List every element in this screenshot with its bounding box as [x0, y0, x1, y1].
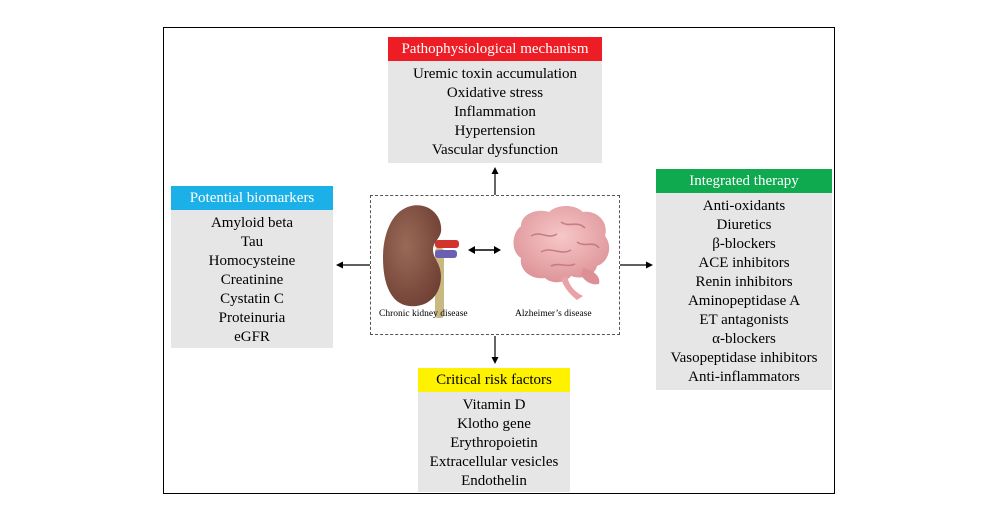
list-item: Hypertension	[454, 123, 536, 139]
brain-icon	[513, 206, 610, 300]
arrow-right	[620, 261, 653, 269]
center-illustration-svg	[383, 205, 610, 318]
ckd-label: Chronic kidney disease	[379, 309, 468, 319]
list-item: Cystatin C	[220, 291, 284, 307]
arrow-left	[336, 261, 370, 269]
list-item: Oxidative stress	[446, 85, 544, 101]
list-item: Endothelin	[461, 473, 527, 489]
ad-label: Alzheimer’s disease	[515, 309, 592, 319]
therapy-list: Anti-oxidants Diuretics β-blockers ACE i…	[656, 193, 832, 390]
list-item: Renin inhibitors	[695, 274, 793, 290]
list-item: Tau	[240, 234, 264, 250]
list-item: Extracellular vesicles	[429, 454, 559, 470]
list-item: ACE inhibitors	[698, 255, 790, 271]
risk-factors-list: Vitamin D Klotho gene Erythropoietin Ext…	[418, 392, 570, 492]
list-item: Diuretics	[716, 217, 772, 233]
biomarkers-list: Amyloid beta Tau Homocysteine Creatinine…	[171, 210, 333, 348]
list-item: ET antagonists	[699, 312, 789, 328]
list-item: Amyloid beta	[210, 215, 294, 231]
list-item: Vascular dysfunction	[431, 142, 559, 158]
list-item: Anti-oxidants	[702, 198, 786, 214]
arrow-down	[491, 336, 499, 364]
therapy-header: Integrated therapy	[656, 169, 832, 193]
diagram-frame	[163, 27, 835, 494]
list-item: Proteinuria	[218, 310, 286, 326]
list-item: Aminopeptidase A	[687, 293, 801, 309]
list-item: eGFR	[234, 329, 270, 345]
list-item: Vitamin D	[462, 397, 526, 413]
list-item: Anti-inflammators	[688, 369, 800, 385]
list-item: β-blockers	[712, 236, 776, 252]
list-item: Uremic toxin accumulation	[412, 66, 578, 82]
arrow-up	[491, 167, 499, 195]
pathophysiology-header: Pathophysiological mechanism	[388, 37, 602, 61]
list-item: Inflammation	[454, 104, 536, 120]
risk-factors-header: Critical risk factors	[418, 368, 570, 392]
center-illustration: Chronic kidney disease Alzheimer’s disea…	[370, 195, 620, 335]
list-item: Klotho gene	[457, 416, 531, 432]
biomarkers-header: Potential biomarkers	[171, 186, 333, 210]
list-item: α-blockers	[712, 331, 776, 347]
kidney-icon	[383, 205, 459, 318]
list-item: Creatinine	[220, 272, 284, 288]
list-item: Erythropoietin	[450, 435, 538, 451]
pathophysiology-list: Uremic toxin accumulation Oxidative stre…	[388, 61, 602, 163]
list-item: Vasopeptidase inhibitors	[670, 350, 818, 366]
double-arrow-icon	[468, 246, 501, 254]
list-item: Homocysteine	[208, 253, 296, 269]
